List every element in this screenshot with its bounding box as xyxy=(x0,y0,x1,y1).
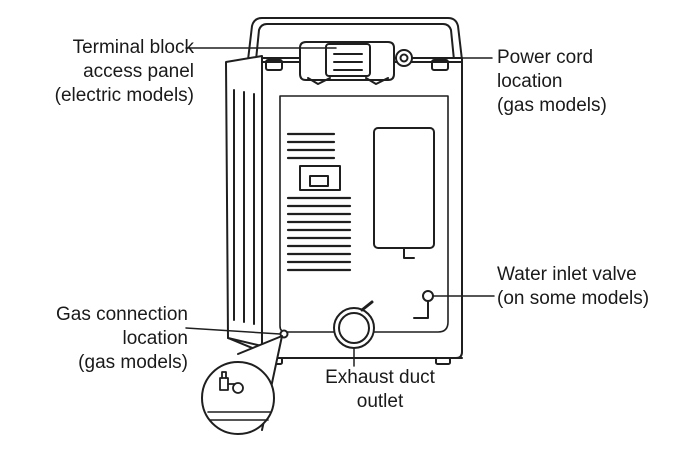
exhaust-duct-inner xyxy=(338,312,370,344)
lower-vents xyxy=(286,196,352,272)
label-terminal-block: Terminal block access panel (electric mo… xyxy=(54,37,194,106)
terminal-block xyxy=(325,43,371,77)
lid-inner-edge xyxy=(255,23,455,61)
terminal-strain-left xyxy=(307,77,331,85)
power-cord-hole xyxy=(395,49,413,67)
right-panel-tab xyxy=(403,247,415,259)
top-clip-left xyxy=(265,59,283,71)
water-pipe xyxy=(413,300,429,319)
inner-outline xyxy=(279,95,449,333)
foot-right xyxy=(435,357,451,365)
gas-fitting-icon xyxy=(219,371,244,394)
water-inlet-valve xyxy=(422,290,434,302)
terminal-strain-right xyxy=(365,77,389,85)
top-clip-right xyxy=(431,59,449,71)
exhaust-duct-clamp xyxy=(360,300,374,312)
upper-vents xyxy=(286,132,336,160)
label-gas-connection: Gas connection location (gas models) xyxy=(55,304,188,373)
label-water-inlet: Water inlet valve (on some models) xyxy=(497,264,650,309)
magnifier-circle xyxy=(201,361,275,435)
terminal-screws xyxy=(333,53,363,71)
leader-gas xyxy=(185,327,281,335)
power-cord-hole-inner xyxy=(399,53,409,63)
label-power-cord: Power cord location (gas models) xyxy=(497,47,607,116)
center-plate-tab xyxy=(309,175,329,187)
label-exhaust-duct: Exhaust duct outlet xyxy=(325,367,435,412)
